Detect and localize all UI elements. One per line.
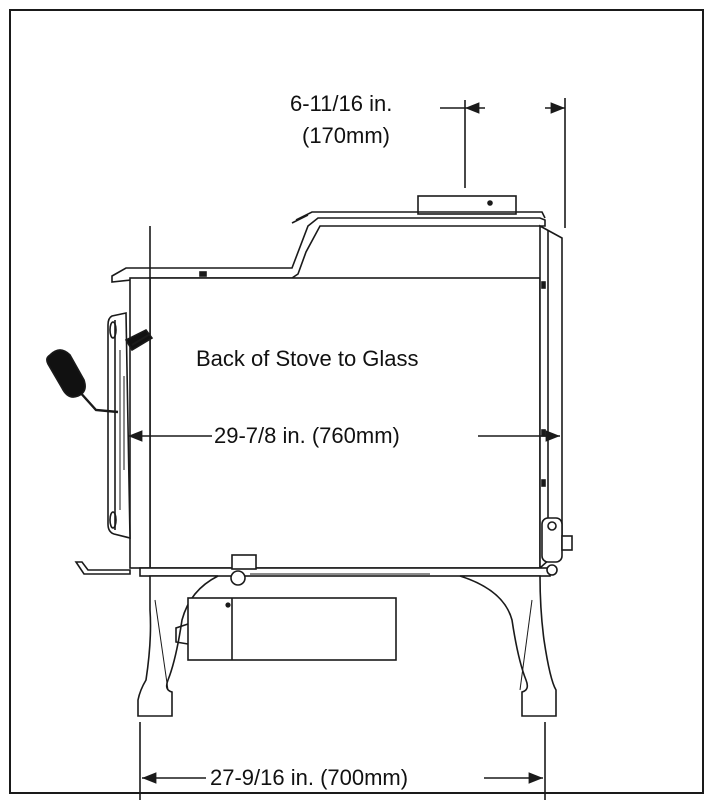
leg-span-dimension-value: 27-9/16 in. (700mm) [210,765,409,791]
door-handle [46,328,154,414]
top-flue-dimension [440,98,566,228]
top-flue-dimension-value: 6-11/16 in. [290,91,393,116]
flue-collar [417,195,517,215]
front-ash-lip [74,561,131,575]
back-to-glass-caption: Back of Stove to Glass [196,346,419,371]
stove-front-door [107,277,151,569]
top-flue-dimension-metric: (170mm) [302,123,391,148]
leg-span-dimension [139,722,546,800]
rear-fittings [541,517,573,576]
ash-drawer [175,597,397,661]
stove-body [149,224,563,570]
diagram-frame [9,9,704,794]
back-to-glass-dimension-value: 29-7/8 in. (760mm) [214,423,400,449]
stove-legs [137,575,557,717]
stove-top-plate [111,211,546,283]
